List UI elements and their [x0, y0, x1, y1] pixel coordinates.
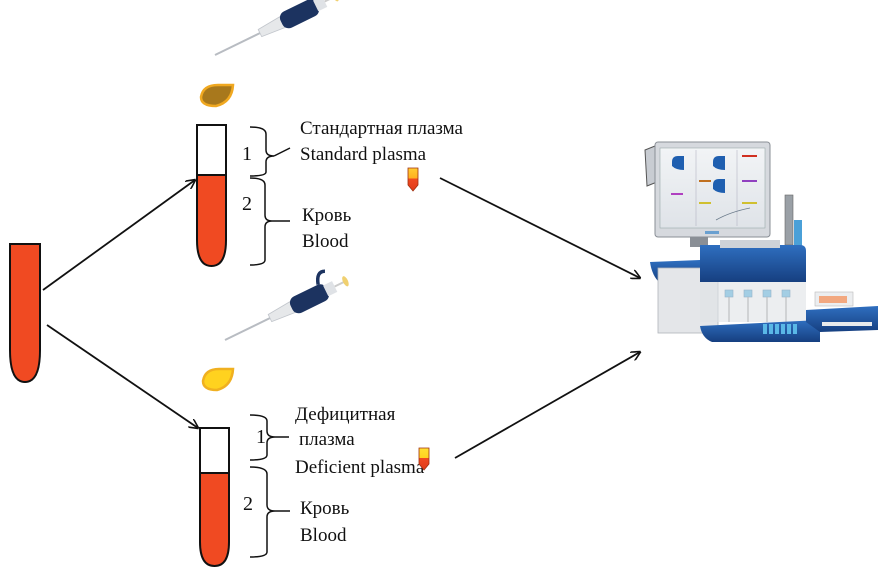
top-tube [196, 124, 227, 268]
arrow-standard-to-analyzer [439, 177, 640, 278]
deficient-plasma-ru-line2: плазма [299, 429, 355, 450]
brace-layer-2 [249, 466, 276, 558]
standard-plasma-drop [199, 83, 235, 108]
layer-number-2: 2 [242, 193, 252, 215]
brace-layer-1 [249, 126, 275, 177]
arrow-to-top-tube [42, 180, 195, 291]
standard-plasma-ru: Стандартная плазма [300, 118, 464, 139]
layer-number-1: 1 [242, 143, 252, 165]
deficient-plasma-drop [201, 367, 235, 392]
source-blood-tube [9, 243, 41, 384]
standard-sample-tip-icon [407, 167, 419, 192]
arrow-to-bottom-tube [46, 324, 198, 428]
deficient-plasma-ru-line1: Дефицитная [295, 404, 396, 425]
blood-en: Blood [300, 525, 347, 546]
layer-number-1: 1 [256, 426, 266, 448]
deficient-plasma-en: Deficient plasma [295, 457, 425, 478]
layer-number-2: 2 [243, 493, 253, 515]
pipette-icon [224, 269, 349, 341]
blood-layer [199, 472, 230, 568]
blood-layer [196, 174, 227, 268]
coagulation-analyzer [644, 141, 878, 342]
arrow-deficient-to-analyzer [454, 352, 640, 459]
standard-plasma-layer [196, 124, 227, 176]
bottom-tube [199, 427, 230, 568]
brace-layer-2 [249, 177, 273, 266]
blood-en: Blood [302, 231, 349, 252]
blood-ru: Кровь [300, 498, 350, 519]
standard-plasma-en: Standard plasma [300, 144, 427, 165]
pipette-icon [214, 0, 339, 56]
deficient-sample-tip-icon [418, 447, 430, 471]
blood-ru: Кровь [302, 205, 352, 226]
deficient-plasma-layer [199, 427, 230, 474]
